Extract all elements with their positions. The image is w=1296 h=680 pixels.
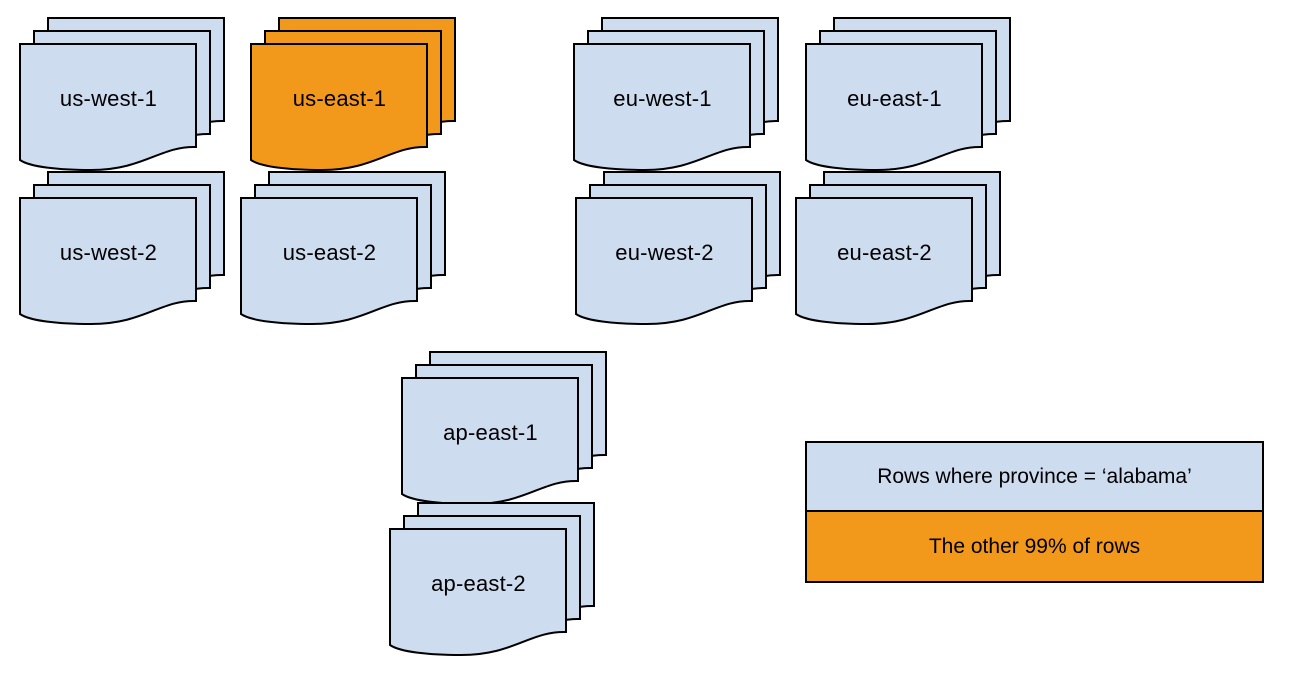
region-label: us-west-1	[59, 86, 158, 111]
region-label: ap-east-2	[431, 571, 526, 596]
region-stack-us-west-1: us-west-1	[19, 17, 227, 174]
region-label: us-west-2	[59, 240, 158, 265]
region-stack-us-east-1: us-east-1	[250, 17, 458, 174]
legend-label: The other 99% of rows	[928, 534, 1141, 558]
region-label: ap-east-1	[443, 420, 538, 445]
region-stack-ap-east-2: ap-east-2	[389, 502, 597, 659]
legend-label: Rows where province = ‘alabama’	[877, 464, 1192, 488]
region-stack-ap-east-1: ap-east-1	[401, 351, 609, 508]
region-stack-eu-west-1: eu-west-1	[573, 17, 781, 174]
region-label: us-east-2	[282, 240, 377, 265]
region-label: eu-east-1	[847, 86, 942, 111]
region-stack-eu-east-1: eu-east-1	[805, 17, 1013, 174]
region-stack-eu-west-2: eu-west-2	[575, 171, 783, 328]
region-stack-us-east-2: us-east-2	[240, 171, 448, 328]
legend-item-other-rows: The other 99% of rows	[807, 512, 1262, 581]
region-stack-eu-east-2: eu-east-2	[795, 171, 1003, 328]
legend-item-alabama-rows: Rows where province = ‘alabama’	[807, 443, 1262, 512]
region-label: eu-east-2	[837, 240, 932, 265]
region-label: eu-west-2	[615, 240, 714, 265]
region-label: eu-west-1	[613, 86, 712, 111]
region-stack-us-west-2: us-west-2	[19, 171, 227, 328]
region-label: us-east-1	[292, 86, 387, 111]
legend: Rows where province = ‘alabama’ The othe…	[805, 441, 1264, 583]
